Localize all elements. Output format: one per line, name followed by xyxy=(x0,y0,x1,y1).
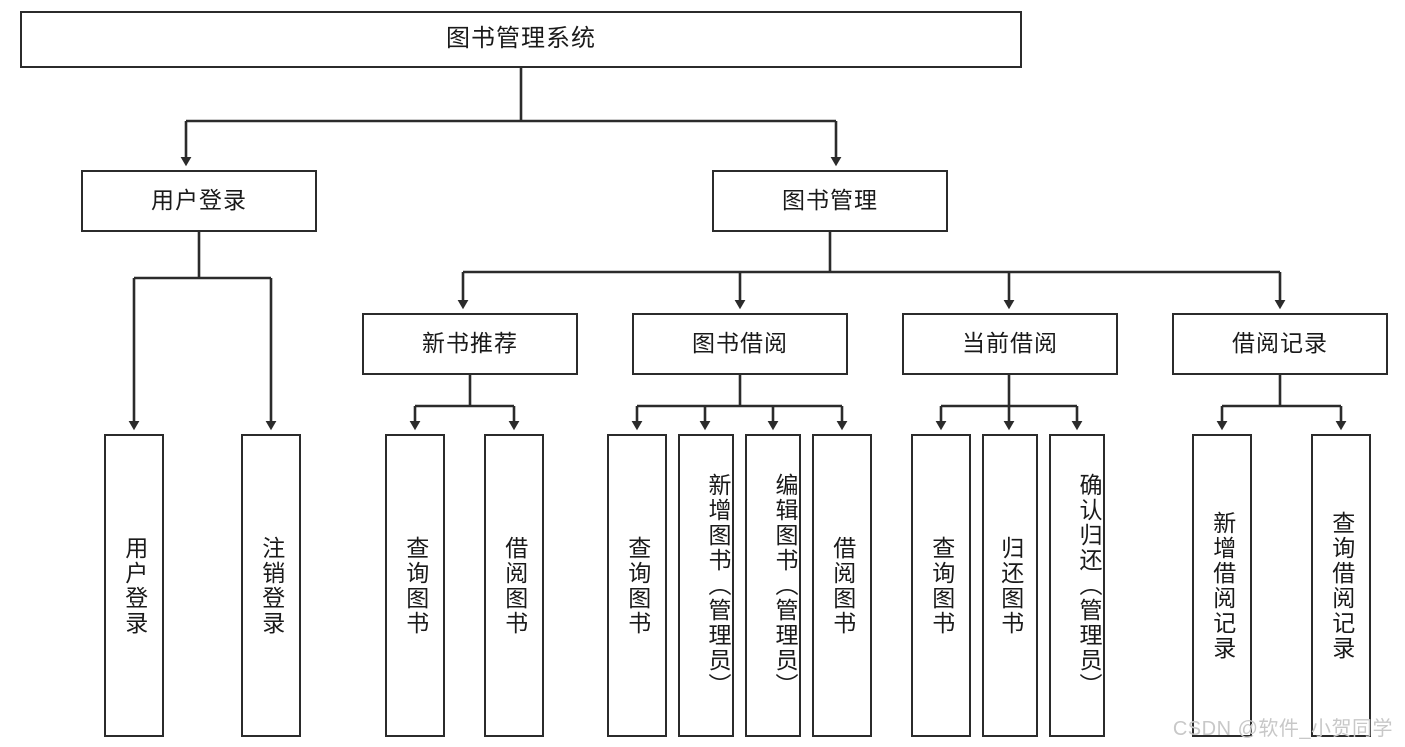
node-leaf-query-book-current[interactable]: 查询图书 xyxy=(911,434,971,737)
node-leaf-add-borrow-record[interactable]: 新增借阅记录 xyxy=(1192,434,1252,737)
node-leaf-query-book-recommend[interactable]: 查询图书 xyxy=(385,434,445,737)
node-new-book-recommend[interactable]: 新书推荐 xyxy=(362,313,578,375)
node-leaf-logout[interactable]: 注销登录 xyxy=(241,434,301,737)
node-leaf-borrow-book-recommend[interactable]: 借阅图书 xyxy=(484,434,544,737)
node-leaf-confirm-return-admin[interactable]: 确认归还（管理员） xyxy=(1049,434,1105,737)
node-current-borrow[interactable]: 当前借阅 xyxy=(902,313,1118,375)
node-leaf-query-borrow-record[interactable]: 查询借阅记录 xyxy=(1311,434,1371,737)
node-leaf-return-book[interactable]: 归还图书 xyxy=(982,434,1038,737)
node-leaf-user-login[interactable]: 用户登录 xyxy=(104,434,164,737)
node-leaf-query-book-borrow[interactable]: 查询图书 xyxy=(607,434,667,737)
node-book-borrow[interactable]: 图书借阅 xyxy=(632,313,848,375)
node-leaf-add-book-admin[interactable]: 新增图书（管理员） xyxy=(678,434,734,737)
node-book-management[interactable]: 图书管理 xyxy=(712,170,948,232)
node-borrow-record[interactable]: 借阅记录 xyxy=(1172,313,1388,375)
node-root-system[interactable]: 图书管理系统 xyxy=(20,11,1022,68)
node-user-login[interactable]: 用户登录 xyxy=(81,170,317,232)
node-leaf-borrow-book[interactable]: 借阅图书 xyxy=(812,434,872,737)
node-leaf-edit-book-admin[interactable]: 编辑图书（管理员） xyxy=(745,434,801,737)
csdn-watermark: CSDN @软件_小贺同学 xyxy=(1172,718,1393,740)
